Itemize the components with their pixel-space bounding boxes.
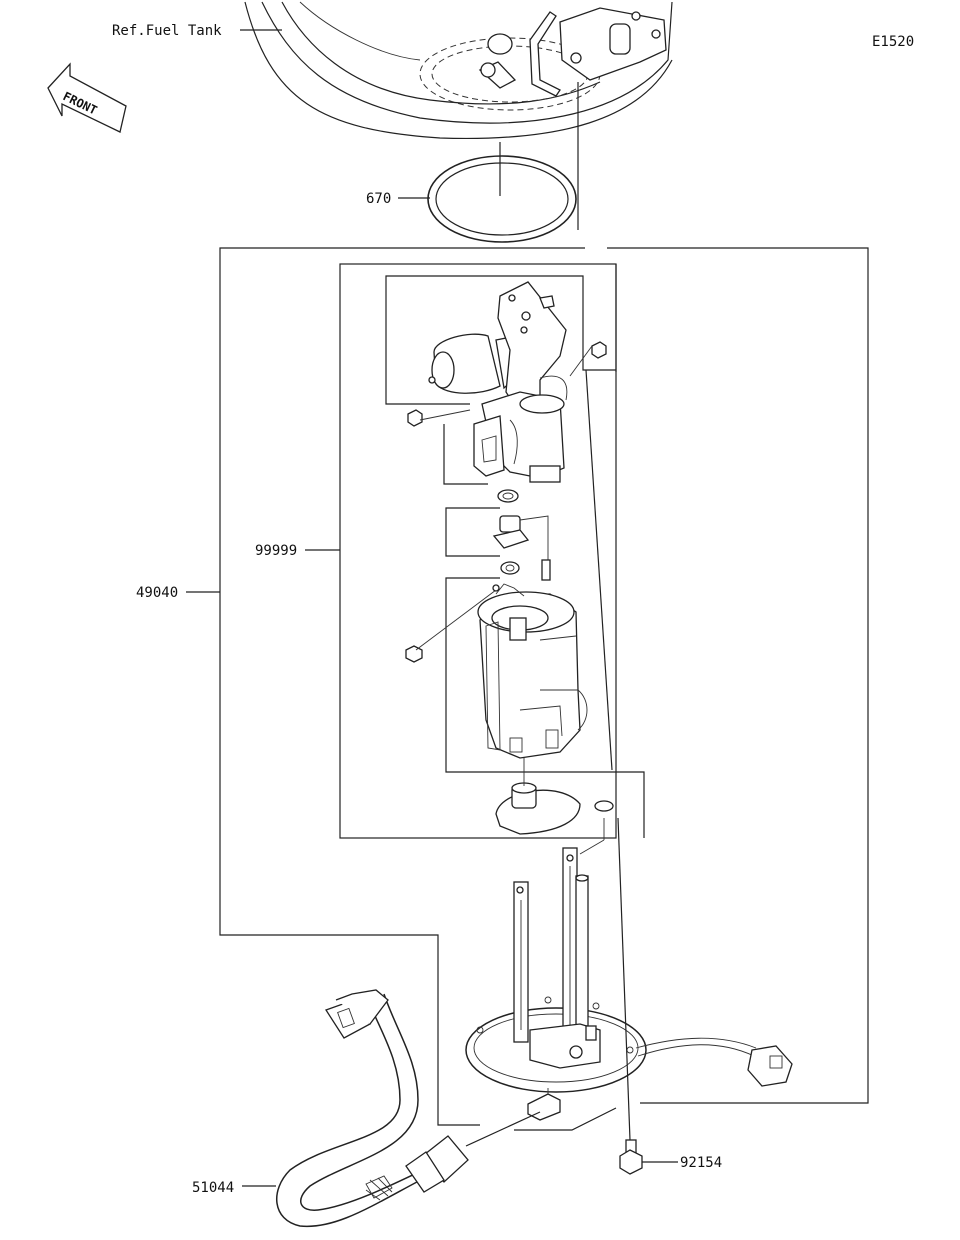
bolt-upper-left	[407, 409, 471, 427]
fuel-hose	[276, 989, 469, 1228]
frame-99999	[339, 263, 617, 839]
front-arrow-icon: FRONT	[47, 62, 127, 134]
connector-pin	[541, 559, 551, 581]
callout-49040: 49040	[136, 585, 178, 601]
callout-99999: 99999	[255, 543, 297, 559]
gasket-ring	[427, 155, 577, 243]
pump-motor	[428, 281, 568, 483]
frame-49040	[219, 247, 585, 1126]
leader-bolt-vertical	[617, 817, 631, 1141]
bolt-middle-left	[405, 589, 497, 663]
flange-bolt	[619, 1139, 643, 1175]
washer	[594, 800, 614, 812]
callout-670: 670	[366, 191, 391, 207]
callout-51044: 51044	[192, 1180, 234, 1196]
callout-92154: 92154	[680, 1155, 722, 1171]
filter-housing	[477, 583, 588, 759]
bolt-upper-right	[569, 341, 607, 377]
pump-base-cap	[495, 758, 581, 835]
o-ring-2	[500, 561, 520, 575]
pressure-regulator	[492, 515, 549, 560]
fuel-tank	[244, 1, 673, 140]
ref-fuel-tank-label: Ref.Fuel Tank	[112, 23, 222, 39]
wire-harness	[635, 1037, 793, 1087]
diagram-code: E1520	[872, 34, 914, 50]
o-ring-1	[497, 489, 519, 503]
pump-flange	[465, 847, 647, 1121]
